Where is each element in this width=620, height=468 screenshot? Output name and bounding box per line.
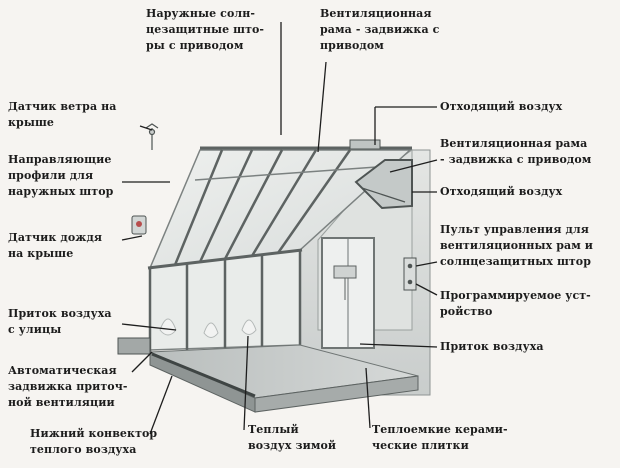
label-programmable-device: Программируемое уст- ройство bbox=[440, 289, 591, 318]
convector-pipe bbox=[151, 352, 256, 398]
label-guide-profiles: Направляющие профили для наружных штор bbox=[8, 153, 114, 198]
leader-lines bbox=[121, 22, 438, 435]
label-lower-convector: Нижний конвектор теплого воздуха bbox=[30, 427, 158, 456]
control-panel-device bbox=[403, 257, 417, 291]
label-vent-frame-top: Вентиляционная рама - задвижка с приводо… bbox=[320, 7, 440, 52]
label-air-intake: Приток воздуха bbox=[440, 340, 544, 353]
label-ceramic-tiles: Теплоемкие керами- ческие плитки bbox=[372, 423, 508, 452]
label-vent-frame-right: Вентиляционная рама - задвижка с приводо… bbox=[440, 137, 592, 166]
warm-air-plumes bbox=[159, 318, 257, 338]
label-exhaust-air-2: Отходящий воздух bbox=[440, 185, 563, 198]
ridge-vent bbox=[349, 139, 381, 150]
label-wind-sensor: Датчик ветра на крыше bbox=[8, 100, 117, 129]
label-rain-sensor: Датчик дождя на крыше bbox=[8, 231, 103, 260]
label-exhaust-air-1: Отходящий воздух bbox=[440, 100, 563, 113]
intake-damper-box bbox=[117, 337, 151, 355]
rain-sensor-device bbox=[131, 215, 147, 235]
label-air-intake-street: Приток воздуха с улицы bbox=[8, 307, 112, 336]
label-auto-damper: Автоматическая задвижка приточ- ной вент… bbox=[8, 364, 128, 409]
guide-profile bbox=[194, 164, 406, 181]
wall-lamp bbox=[333, 265, 357, 300]
vent-frame-damper bbox=[354, 159, 413, 210]
roof-rafters bbox=[173, 149, 352, 266]
label-control-panel: Пульт управления для вентиляционных рам … bbox=[440, 223, 594, 268]
label-warm-air-winter: Теплый воздух зимой bbox=[248, 423, 337, 452]
label-sun-blinds: Наружные солн- цезащитные што- ры с прив… bbox=[146, 7, 265, 52]
wind-sensor-device bbox=[145, 123, 159, 150]
